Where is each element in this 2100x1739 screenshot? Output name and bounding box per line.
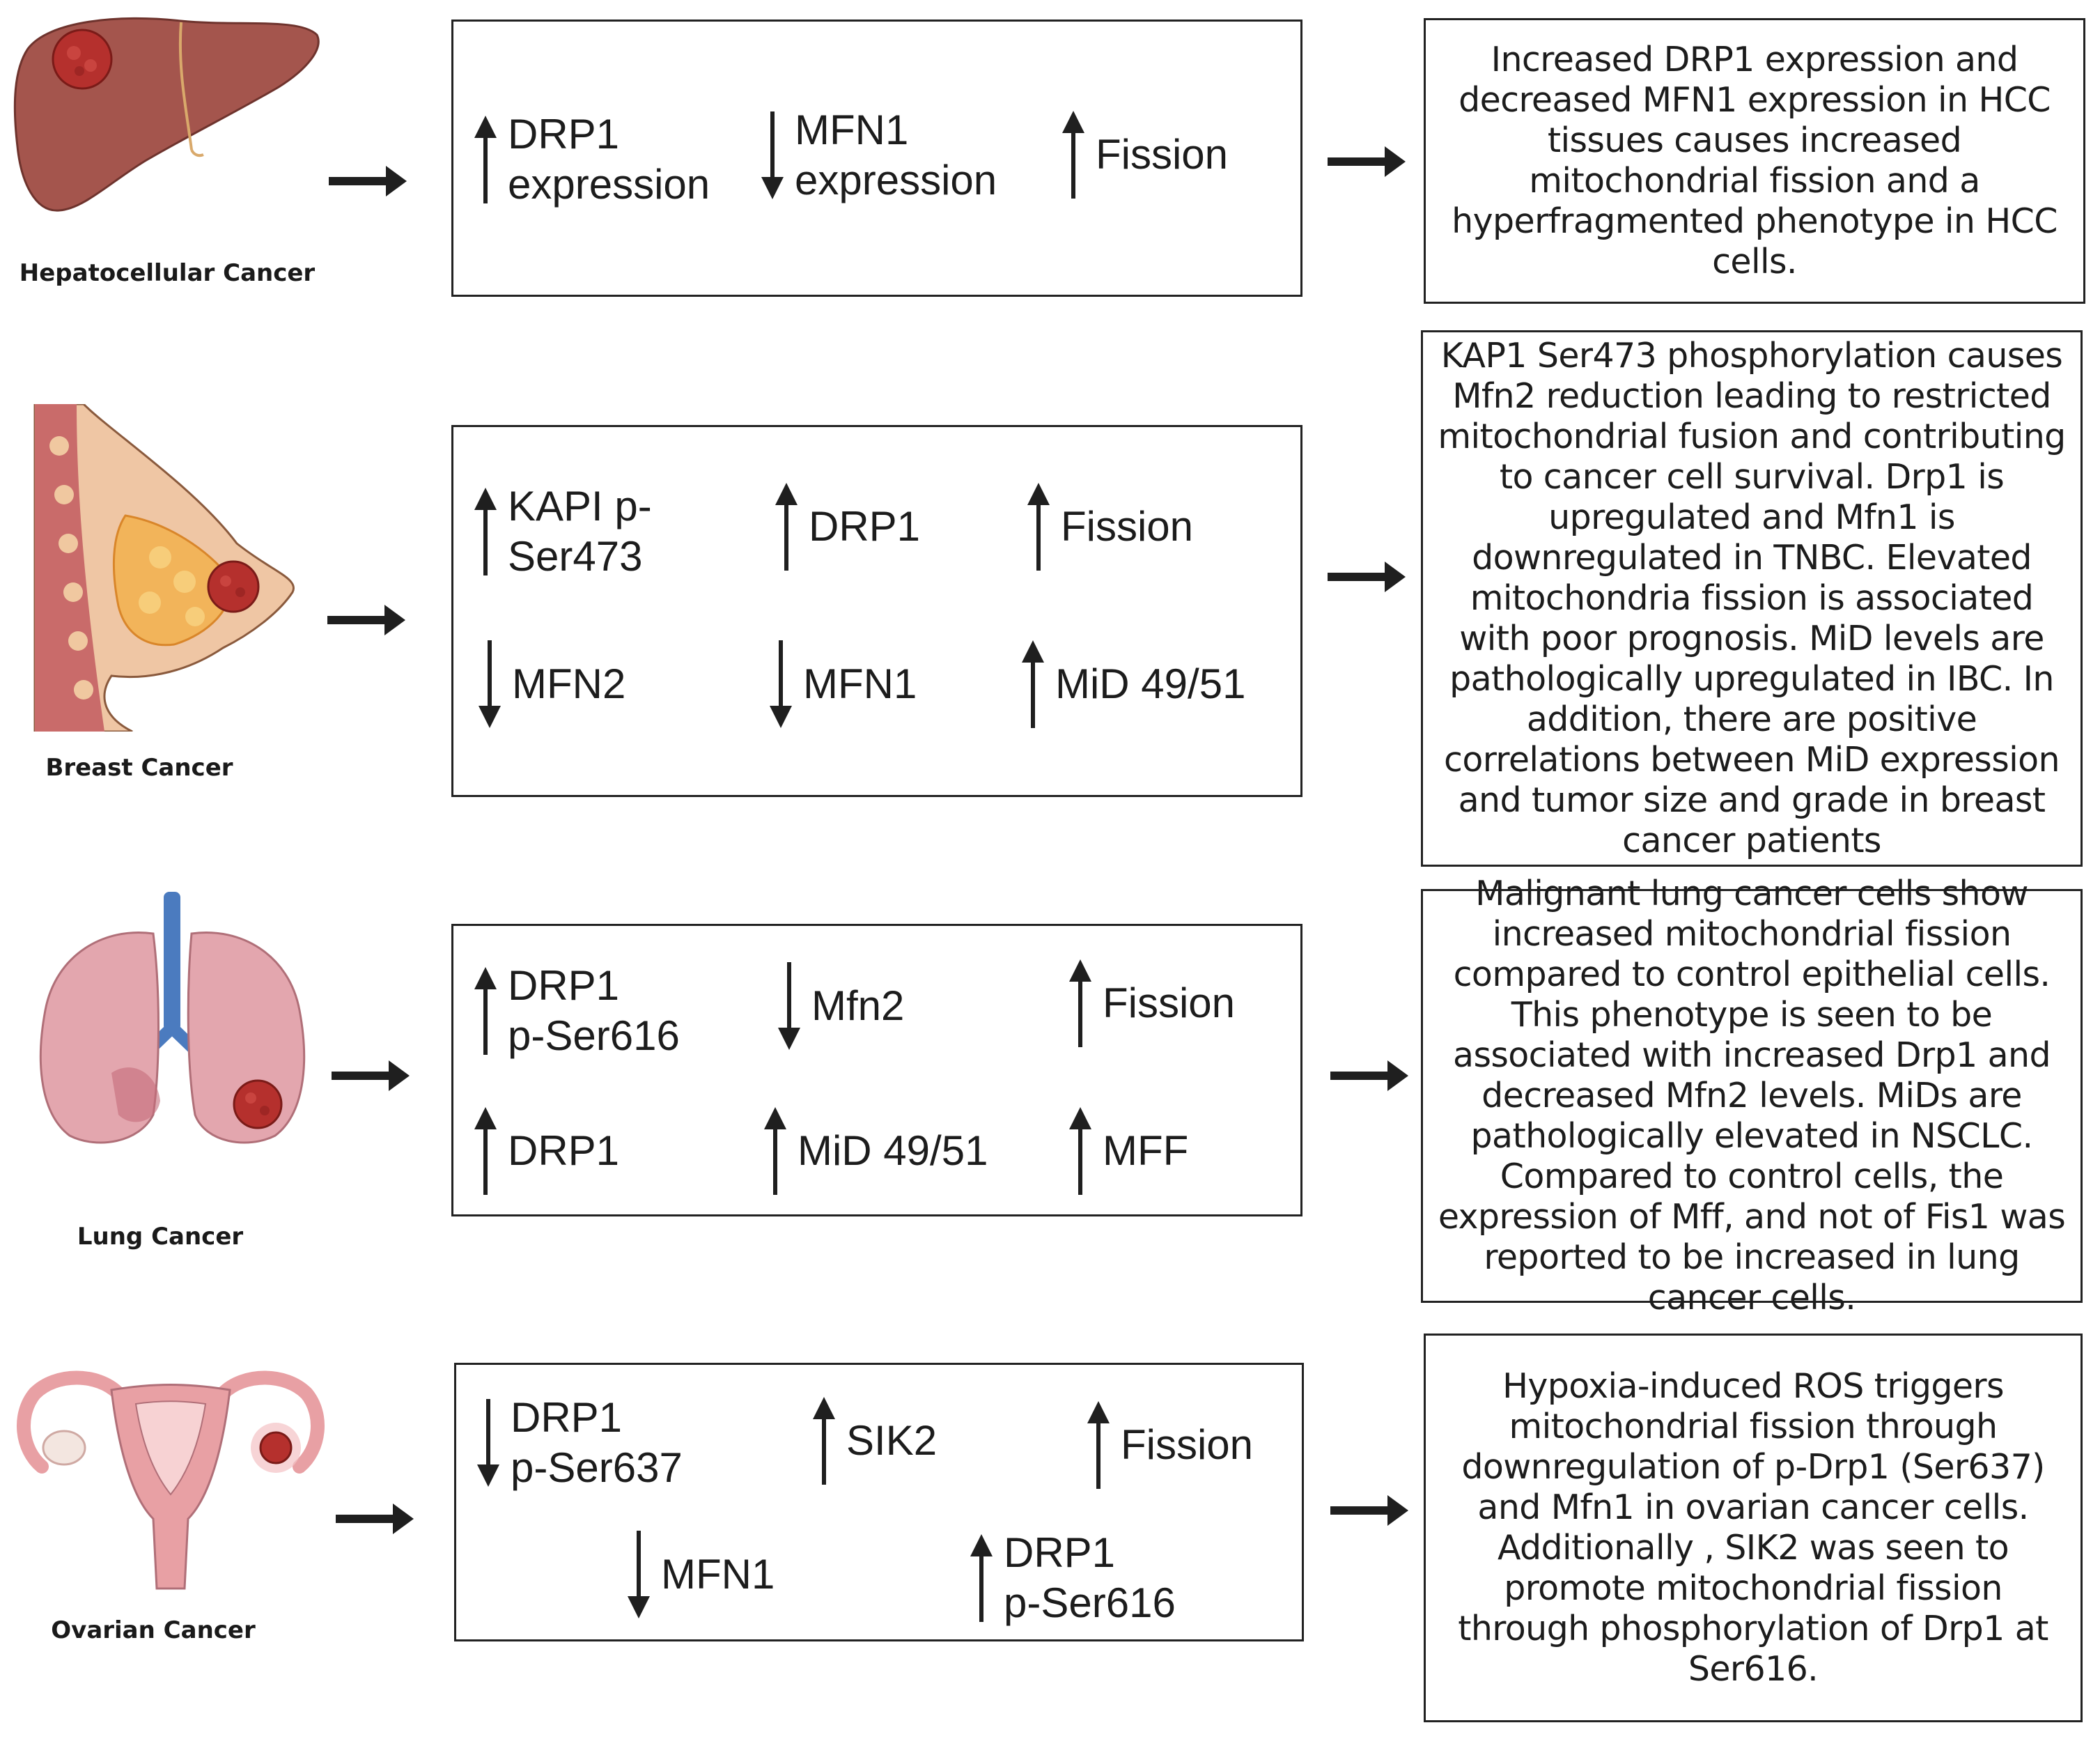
marker-item: MFN2: [477, 639, 625, 729]
marker-box-breast: KAPI p- Ser473 DRP1 Fission MFN2 MFN1 Mi…: [451, 425, 1302, 797]
up-arrow-icon: [764, 1107, 786, 1195]
marker-item: Fission: [1026, 481, 1193, 572]
uterus-ovaries-illustration: Ovarian Cancer: [14, 1366, 327, 1644]
right-arrow-icon: [1328, 562, 1406, 592]
marker-item: MFN1 expression: [760, 105, 997, 206]
up-arrow-icon: [1069, 1107, 1091, 1195]
marker-label: MFN1: [803, 660, 917, 707]
marker-label: DRP1 expression: [508, 111, 710, 208]
up-arrow-icon: [474, 967, 497, 1055]
marker-item: DRP1 p-Ser637: [476, 1393, 683, 1493]
marker-item: MFN1: [768, 639, 917, 729]
marker-item: SIK2: [811, 1396, 937, 1486]
marker-label: Fission: [1096, 131, 1229, 178]
marker-item: KAPI p- Ser473: [473, 481, 652, 582]
right-arrow-icon: [1328, 146, 1406, 177]
down-arrow-icon: [628, 1531, 650, 1618]
marker-item: MFF: [1068, 1106, 1188, 1196]
description-text: Hypoxia-induced ROS triggers mitochondri…: [1458, 1366, 2048, 1689]
marker-box-hcc: DRP1 expression MFN1 expression Fission: [451, 20, 1302, 297]
marker-label: MFN1: [661, 1551, 775, 1598]
marker-label: MFN1 expression: [795, 107, 997, 203]
down-arrow-icon: [477, 1399, 499, 1487]
lungs-illustration: Lung Cancer: [28, 892, 320, 1251]
marker-item: DRP1: [473, 1106, 619, 1196]
marker-label: DRP1 p-Ser616: [1004, 1529, 1176, 1626]
down-arrow-icon: [770, 640, 792, 728]
marker-item: Mfn2: [777, 961, 904, 1051]
marker-item: Fission: [1068, 958, 1235, 1049]
organ-label: Hepatocellular Cancer: [19, 259, 316, 287]
marker-item: MFN1: [626, 1529, 775, 1620]
up-arrow-icon: [1022, 640, 1044, 728]
up-arrow-icon: [775, 483, 798, 571]
marker-label: DRP1: [508, 1127, 620, 1174]
marker-box-lung: DRP1 p-Ser616 Mfn2 Fission DRP1 MiD 49/5…: [451, 924, 1302, 1216]
marker-item: MiD 49/51: [763, 1106, 988, 1196]
marker-label: DRP1: [809, 503, 921, 550]
marker-label: DRP1 p-Ser637: [511, 1394, 683, 1491]
description-box: Hypoxia-induced ROS triggers mitochondri…: [1424, 1334, 2083, 1722]
up-arrow-icon: [1069, 959, 1091, 1047]
marker-label: Mfn2: [811, 982, 905, 1029]
marker-label: MFN2: [512, 660, 626, 707]
up-arrow-icon: [813, 1397, 835, 1485]
marker-item: DRP1 expression: [473, 109, 710, 210]
description-box: Malignant lung cancer cells show increas…: [1421, 874, 2083, 1317]
marker-label: MFF: [1103, 1127, 1189, 1174]
right-arrow-icon: [332, 1060, 410, 1091]
marker-label: MiD 49/51: [1055, 660, 1246, 707]
description-text: KAP1 Ser473 phosphorylation causes Mfn2 …: [1438, 336, 2066, 860]
marker-item: DRP1 p-Ser616: [969, 1528, 1176, 1628]
up-arrow-icon: [1062, 111, 1084, 199]
marker-box-ovarian: DRP1 p-Ser637 SIK2 Fission MFN1 DRP1 p-S…: [454, 1363, 1304, 1641]
up-arrow-icon: [1027, 483, 1050, 571]
right-arrow-icon: [1330, 1060, 1408, 1091]
right-arrow-icon: [336, 1504, 414, 1534]
description-box: KAP1 Ser473 phosphorylation causes Mfn2 …: [1421, 330, 2083, 867]
up-arrow-icon: [474, 488, 497, 575]
marker-label: Fission: [1103, 980, 1236, 1026]
right-arrow-icon: [327, 605, 405, 635]
breast-illustration: Breast Cancer: [28, 404, 306, 782]
marker-label: SIK2: [846, 1417, 938, 1464]
organ-label: Lung Cancer: [77, 1223, 244, 1251]
up-arrow-icon: [474, 1107, 497, 1195]
down-arrow-icon: [778, 962, 800, 1050]
down-arrow-icon: [479, 640, 501, 728]
marker-item: Fission: [1061, 109, 1228, 200]
description-text: Malignant lung cancer cells show increas…: [1438, 874, 2066, 1317]
up-arrow-icon: [474, 116, 497, 203]
description-box: Increased DRP1 expression and decreased …: [1424, 18, 2085, 304]
marker-label: Fission: [1121, 1421, 1254, 1468]
marker-label: MiD 49/51: [798, 1127, 988, 1174]
liver-illustration: Hepatocellular Cancer: [7, 7, 327, 287]
organ-label: Ovarian Cancer: [51, 1616, 256, 1644]
up-arrow-icon: [1087, 1401, 1110, 1489]
up-arrow-icon: [970, 1534, 993, 1622]
right-arrow-icon: [329, 166, 407, 196]
organ-label: Breast Cancer: [45, 754, 233, 782]
description-text: Increased DRP1 expression and decreased …: [1452, 40, 2058, 281]
down-arrow-icon: [761, 111, 784, 199]
marker-item: Fission: [1086, 1400, 1253, 1490]
marker-label: DRP1 p-Ser616: [508, 962, 680, 1059]
marker-item: DRP1 p-Ser616: [473, 961, 680, 1061]
marker-label: Fission: [1061, 503, 1194, 550]
marker-item: MiD 49/51: [1020, 639, 1245, 729]
marker-item: DRP1: [774, 481, 920, 572]
right-arrow-icon: [1330, 1495, 1408, 1526]
marker-label: KAPI p- Ser473: [508, 483, 652, 580]
